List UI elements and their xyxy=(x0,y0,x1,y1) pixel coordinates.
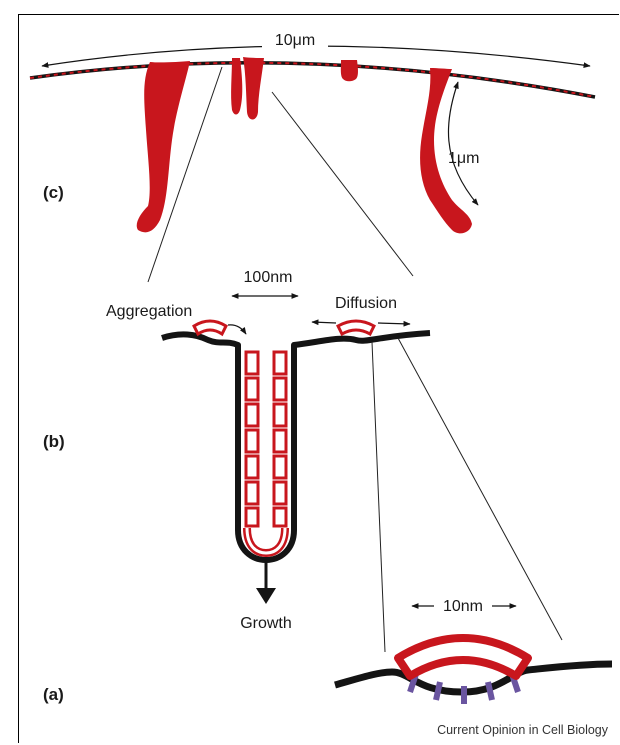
curved-protein-domain xyxy=(398,638,528,676)
panel-b: 100nm Aggregation Diffusion Growth (b) xyxy=(43,269,430,632)
growth-label: Growth xyxy=(240,615,292,632)
coat-column-left xyxy=(246,352,258,526)
lipid-bilayer xyxy=(335,664,612,692)
growth-arrow-head xyxy=(256,588,276,604)
panel-b-label: (b) xyxy=(43,432,65,451)
aggregation-label: Aggregation xyxy=(106,303,192,320)
panel-c-label: (c) xyxy=(43,183,64,202)
coat-protein-aggregating xyxy=(194,321,226,334)
diffusion-arrow-left xyxy=(312,322,336,323)
panel-a-label: (a) xyxy=(43,685,64,704)
tubule-left-center xyxy=(231,58,242,115)
membrane-bud xyxy=(341,60,358,81)
cell-membrane xyxy=(30,63,595,97)
panel-c: 10μm 1μm (c) xyxy=(30,30,595,233)
protein-size-label: 10nm xyxy=(443,598,483,615)
tubule-center xyxy=(243,57,264,120)
coat-column-right xyxy=(274,352,286,526)
panel-a: 10nm (a) xyxy=(43,594,612,704)
membrane-invagination xyxy=(162,333,430,560)
length-label: 1μm xyxy=(448,150,479,167)
zoom-lines-c-to-b xyxy=(148,67,413,282)
width-label: 10μm xyxy=(275,32,315,49)
tubule-left xyxy=(137,61,190,232)
length-arrow xyxy=(448,82,478,205)
coat-protein-diffusing xyxy=(338,321,374,334)
neck-width-label: 100nm xyxy=(244,269,293,286)
aggregation-arrow xyxy=(228,325,246,334)
diffusion-label: Diffusion xyxy=(335,295,397,312)
diffusion-arrow-right xyxy=(378,323,410,324)
journal-credit: Current Opinion in Cell Biology xyxy=(437,723,609,737)
